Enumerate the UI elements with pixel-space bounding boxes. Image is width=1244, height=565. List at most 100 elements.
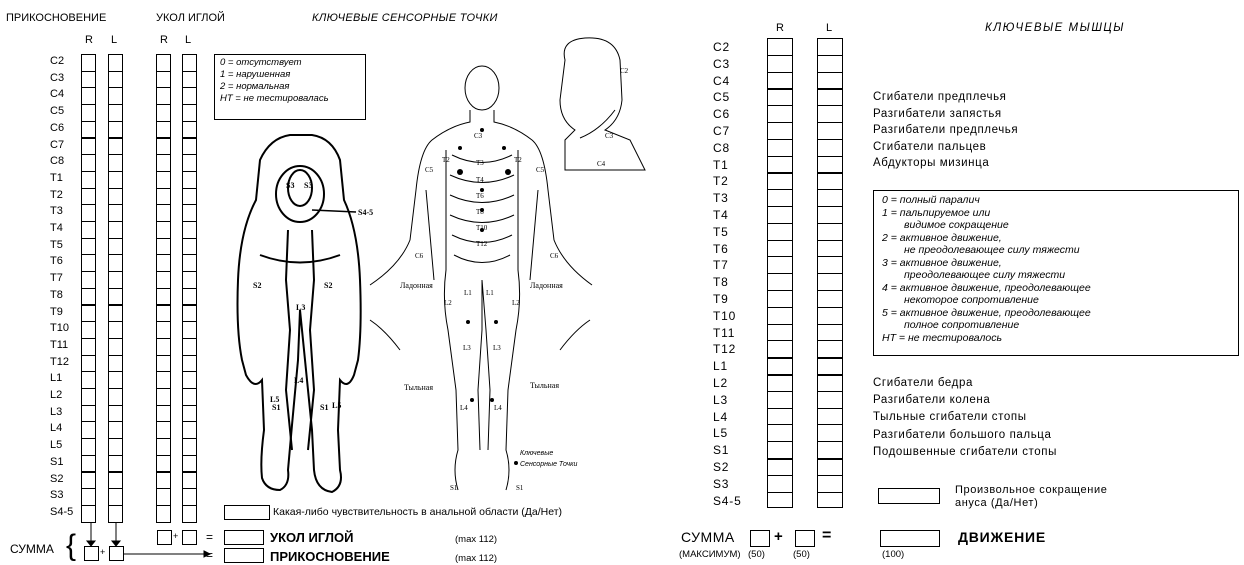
sensory-score-cell[interactable] — [108, 87, 123, 105]
sensory-score-cell[interactable] — [182, 388, 197, 406]
sensory-score-cell[interactable] — [108, 421, 123, 439]
sensory-score-cell[interactable] — [81, 121, 96, 139]
sensory-score-cell[interactable] — [108, 171, 123, 189]
sensory-score-cell[interactable] — [182, 154, 197, 172]
sensory-score-cell[interactable] — [81, 271, 96, 289]
sensory-score-cell[interactable] — [156, 488, 171, 506]
sensory-score-cell[interactable] — [182, 238, 197, 256]
sensory-score-cell[interactable] — [108, 238, 123, 256]
sensory-score-cell[interactable] — [156, 221, 171, 239]
sensory-score-cell[interactable] — [108, 71, 123, 89]
sensory-score-cell[interactable] — [156, 371, 171, 389]
sensory-score-cell[interactable] — [182, 371, 197, 389]
sensory-score-cell[interactable] — [81, 238, 96, 256]
sensory-score-cell[interactable] — [108, 321, 123, 339]
sensory-score-cell[interactable] — [182, 405, 197, 423]
sensory-score-cell[interactable] — [182, 505, 197, 523]
anal-contraction-box[interactable] — [878, 488, 940, 504]
sensory-score-cell[interactable] — [108, 54, 123, 72]
sensory-score-cell[interactable] — [182, 204, 197, 222]
sensory-score-cell[interactable] — [182, 221, 197, 239]
sensory-score-cell[interactable] — [156, 54, 171, 72]
sensory-score-cell[interactable] — [108, 138, 123, 156]
sensory-score-cell[interactable] — [108, 254, 123, 272]
sensory-score-cell[interactable] — [182, 355, 197, 373]
sensory-score-cell[interactable] — [81, 472, 96, 490]
sensory-score-cell[interactable] — [81, 355, 96, 373]
sensory-score-cell[interactable] — [108, 355, 123, 373]
sensory-score-cell[interactable] — [81, 54, 96, 72]
sensory-score-cell[interactable] — [156, 271, 171, 289]
sensory-score-cell[interactable] — [182, 87, 197, 105]
sensory-score-cell[interactable] — [156, 104, 171, 122]
sensory-score-cell[interactable] — [182, 455, 197, 473]
sensory-score-cell[interactable] — [182, 271, 197, 289]
sensory-score-cell[interactable] — [108, 338, 123, 356]
sensory-score-cell[interactable] — [182, 288, 197, 306]
sensory-score-cell[interactable] — [156, 254, 171, 272]
sensory-score-cell[interactable] — [81, 421, 96, 439]
sensory-score-cell[interactable] — [108, 438, 123, 456]
sensory-score-cell[interactable] — [81, 254, 96, 272]
sensory-score-cell[interactable] — [156, 338, 171, 356]
sensory-score-cell[interactable] — [156, 154, 171, 172]
sensory-score-cell[interactable] — [182, 54, 197, 72]
sensory-score-cell[interactable] — [156, 305, 171, 323]
sensory-score-cell[interactable] — [182, 121, 197, 139]
sensory-score-cell[interactable] — [156, 171, 171, 189]
sensory-score-cell[interactable] — [108, 271, 123, 289]
sensory-score-cell[interactable] — [156, 472, 171, 490]
motor-l-sum[interactable] — [795, 530, 815, 547]
sensory-score-cell[interactable] — [156, 188, 171, 206]
sensory-score-cell[interactable] — [182, 138, 197, 156]
sensory-score-cell[interactable] — [182, 472, 197, 490]
sensory-score-cell[interactable] — [81, 371, 96, 389]
motor-r-sum[interactable] — [750, 530, 770, 547]
sensory-score-cell[interactable] — [81, 71, 96, 89]
sensory-score-cell[interactable] — [81, 288, 96, 306]
sensory-score-cell[interactable] — [156, 288, 171, 306]
sensory-score-cell[interactable] — [156, 405, 171, 423]
sensory-score-cell[interactable] — [108, 221, 123, 239]
sensory-score-cell[interactable] — [156, 238, 171, 256]
sensory-score-cell[interactable] — [81, 405, 96, 423]
sensory-score-cell[interactable] — [81, 221, 96, 239]
sensory-score-cell[interactable] — [108, 505, 123, 523]
sensory-score-cell[interactable] — [156, 71, 171, 89]
anal-sensation-box[interactable] — [224, 505, 270, 520]
sensory-score-cell[interactable] — [182, 338, 197, 356]
sensory-score-cell[interactable] — [156, 204, 171, 222]
sensory-score-cell[interactable] — [156, 321, 171, 339]
sensory-score-cell[interactable] — [81, 488, 96, 506]
sensory-score-cell[interactable] — [156, 355, 171, 373]
sensory-score-cell[interactable] — [182, 188, 197, 206]
sensory-score-cell[interactable] — [108, 405, 123, 423]
sensory-score-cell[interactable] — [108, 121, 123, 139]
sensory-score-cell[interactable] — [108, 104, 123, 122]
sensory-score-cell[interactable] — [81, 305, 96, 323]
sensory-score-cell[interactable] — [108, 188, 123, 206]
sensory-score-cell[interactable] — [108, 288, 123, 306]
sensory-score-cell[interactable] — [182, 305, 197, 323]
sensory-score-cell[interactable] — [81, 188, 96, 206]
sensory-score-cell[interactable] — [156, 505, 171, 523]
sensory-score-cell[interactable] — [108, 305, 123, 323]
sensory-score-cell[interactable] — [108, 455, 123, 473]
sensory-score-cell[interactable] — [81, 204, 96, 222]
motor-total-box[interactable] — [880, 530, 940, 547]
sensory-score-cell[interactable] — [182, 421, 197, 439]
sensory-score-cell[interactable] — [81, 455, 96, 473]
touch-total-box[interactable] — [224, 548, 264, 563]
sensory-score-cell[interactable] — [81, 321, 96, 339]
sensory-score-cell[interactable] — [182, 254, 197, 272]
sensory-score-cell[interactable] — [182, 488, 197, 506]
needle-total-box[interactable] — [224, 530, 264, 545]
sensory-score-cell[interactable] — [182, 438, 197, 456]
sensory-score-cell[interactable] — [81, 505, 96, 523]
sensory-score-cell[interactable] — [182, 104, 197, 122]
sensory-score-cell[interactable] — [81, 438, 96, 456]
sensory-score-cell[interactable] — [81, 388, 96, 406]
sensory-score-cell[interactable] — [156, 388, 171, 406]
sensory-score-cell[interactable] — [182, 171, 197, 189]
sensory-score-cell[interactable] — [156, 121, 171, 139]
